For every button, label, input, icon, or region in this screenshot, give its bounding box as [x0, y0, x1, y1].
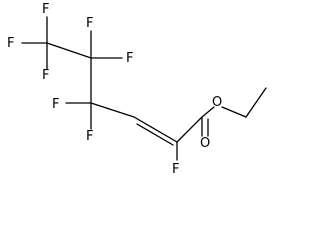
- bond-c2-o-ester: [201, 106, 215, 118]
- bond-o-ch2: [221, 106, 247, 118]
- bond-c7-c6: [46, 42, 92, 59]
- atom-o-carbonyl: O: [200, 136, 210, 151]
- bond-lines: [21, 16, 267, 161]
- atom-f-c3: F: [172, 162, 179, 177]
- chemical-structure-diagram: F F F F F F F F O O: [7, 2, 267, 177]
- atom-o-ester: O: [212, 95, 222, 110]
- bond-c5-c4: [90, 102, 135, 118]
- atom-f-c5-bottom: F: [86, 129, 93, 144]
- atom-f-c7-bottom: F: [42, 68, 49, 83]
- bond-ch2-ch3: [245, 87, 267, 118]
- bond-c3-c2: [176, 116, 203, 143]
- atom-f-c6-right: F: [126, 51, 133, 66]
- atom-f-c6-top: F: [86, 16, 93, 31]
- bond-c4-c3: [133, 116, 178, 143]
- atom-f-c7-top: F: [42, 2, 49, 17]
- atom-f-c5-left: F: [52, 97, 59, 112]
- bond-c4-c3-double: [136, 123, 174, 146]
- atom-f-c7-left: F: [7, 36, 14, 51]
- atom-labels: F F F F F F F F O O: [7, 2, 222, 177]
